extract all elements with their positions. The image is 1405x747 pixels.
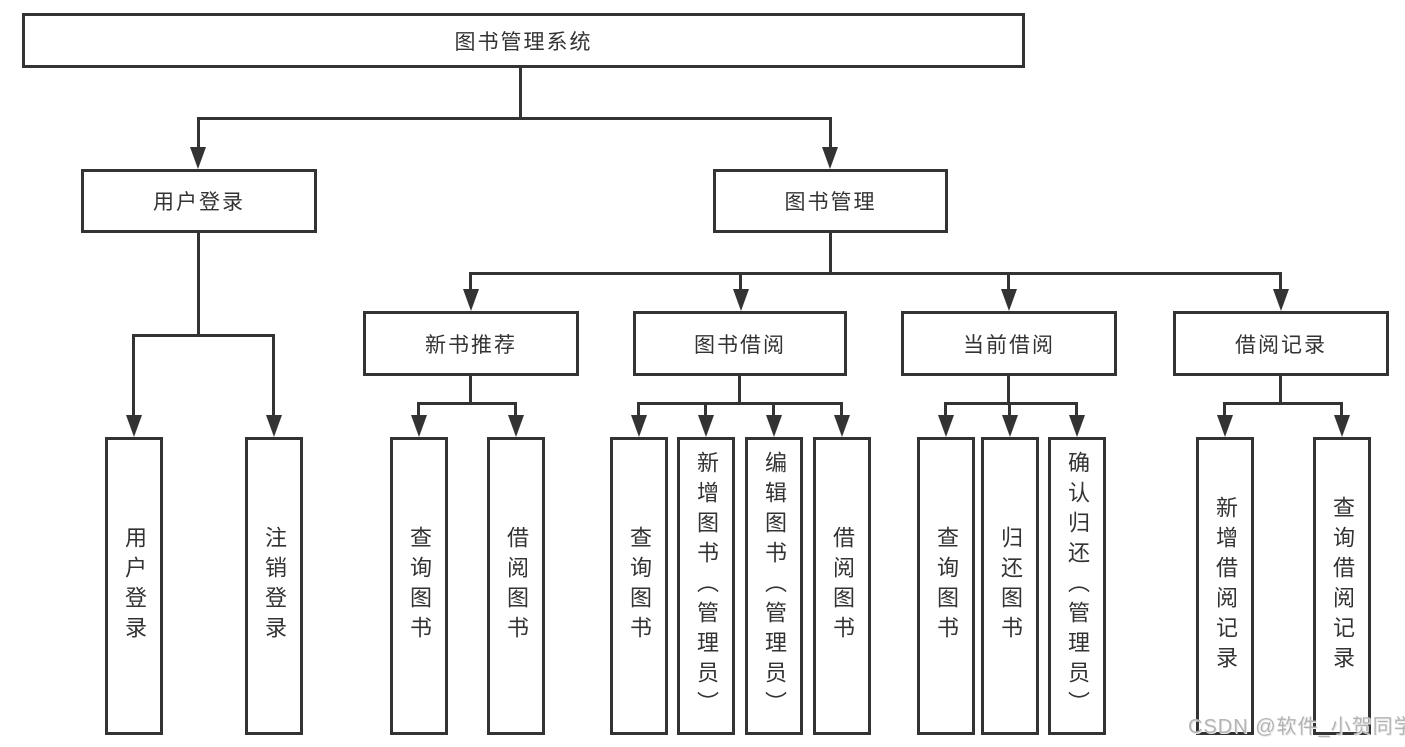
node-book-borrowing: 图书借阅 [633,311,847,376]
node-query-books-recommend: 查询图书 [390,437,448,735]
connector-drop [637,402,640,418]
node-label: 借阅图书 [830,526,855,646]
arrowhead-down [126,415,142,437]
node-label: 编辑图书（管理员） [762,451,787,721]
node-user-login-leaf: 用户登录 [105,437,163,735]
connector-drop [840,402,843,418]
arrowhead-down [834,415,850,437]
node-label: 归还图书 [998,526,1023,646]
node-book-management-module: 图书管理 [713,169,948,233]
connector-drop [514,402,517,418]
node-label: 用户登录 [122,526,147,646]
arrowhead-down [411,415,427,437]
connector-drop-book-management [829,117,832,150]
connector-drop [1340,402,1343,418]
arrowhead-down [1069,415,1085,437]
node-label: 借阅记录 [1235,333,1327,357]
node-label: 查询图书 [407,526,432,646]
node-label: 新增借阅记录 [1213,496,1238,676]
node-label: 借阅图书 [504,526,529,646]
connector-branch [417,402,517,405]
connector-drop [272,334,275,418]
arrowhead-down [766,415,782,437]
connector-stem [469,376,472,405]
node-query-borrow-record: 查询借阅记录 [1313,437,1371,735]
node-label: 新书推荐 [425,333,517,357]
connector-drop [469,272,472,292]
node-label: 查询图书 [934,526,959,646]
node-borrow-books-recommend: 借阅图书 [487,437,545,735]
node-edit-book-admin: 编辑图书（管理员） [745,437,803,735]
node-label: 用户登录 [153,191,245,214]
arrowhead-down [631,415,647,437]
node-borrow-books-leaf: 借阅图书 [813,437,871,735]
node-label: 新增图书（管理员） [694,451,719,721]
connector-user-login-stem [197,233,200,337]
connector-drop [772,402,775,418]
node-confirm-return-admin: 确认归还（管理员） [1048,437,1106,735]
csdn-watermark: CSDN @软件_小贺同学 [1188,716,1405,738]
connector-branch [944,402,1078,405]
node-new-book-recommend: 新书推荐 [363,311,579,376]
node-library-management-system: 图书管理系统 [22,13,1025,68]
connector-drop [1223,402,1226,418]
connector-book-management-branch [469,272,1282,275]
node-label: 查询借阅记录 [1330,496,1355,676]
arrowhead-down [266,415,282,437]
connector-branch [1223,402,1343,405]
node-label: 确认归还（管理员） [1065,451,1090,721]
arrowhead-down [938,415,954,437]
node-add-borrow-record: 新增借阅记录 [1196,437,1254,735]
connector-root-branch [197,117,832,120]
node-return-books: 归还图书 [981,437,1039,735]
arrowhead-down [1273,289,1289,311]
node-logout-leaf: 注销登录 [245,437,303,735]
connector-drop [704,402,707,418]
connector-drop [1075,402,1078,418]
arrowhead-down [508,415,524,437]
connector-drop [944,402,947,418]
connector-drop-user-login [197,117,200,150]
node-label: 查询图书 [627,526,652,646]
connector-root-stem [519,68,522,120]
node-user-login-module: 用户登录 [81,169,317,233]
arrowhead-down [1002,415,1018,437]
node-query-books-current: 查询图书 [917,437,975,735]
arrowhead-down [1334,415,1350,437]
connector-drop [132,334,135,418]
connector-branch [637,402,843,405]
node-borrow-records: 借阅记录 [1173,311,1389,376]
connector-drop [1008,402,1011,418]
connector-drop [417,402,420,418]
node-label: 图书管理系统 [454,30,593,54]
connector-drop [1279,272,1282,292]
node-label: 注销登录 [262,526,287,646]
connector-drop [1007,272,1010,292]
arrowhead-down [733,289,749,311]
connector-stem [1007,376,1010,405]
arrowhead-down [463,289,479,311]
arrowhead-down [698,415,714,437]
node-label: 图书管理 [784,191,877,214]
connector-drop [739,272,742,292]
connector-user-login-branch [132,334,275,337]
arrowhead-down [822,147,838,169]
node-add-book-admin: 新增图书（管理员） [677,437,735,735]
connector-stem [1279,376,1282,405]
arrowhead-down [190,147,206,169]
node-label: 图书借阅 [694,333,786,357]
node-query-books-borrowing: 查询图书 [610,437,668,735]
arrowhead-down [1217,415,1233,437]
node-current-borrowing: 当前借阅 [901,311,1117,376]
node-label: 当前借阅 [963,333,1055,357]
connector-stem [738,376,741,405]
connector-book-management-stem [829,233,832,275]
arrowhead-down [1001,289,1017,311]
